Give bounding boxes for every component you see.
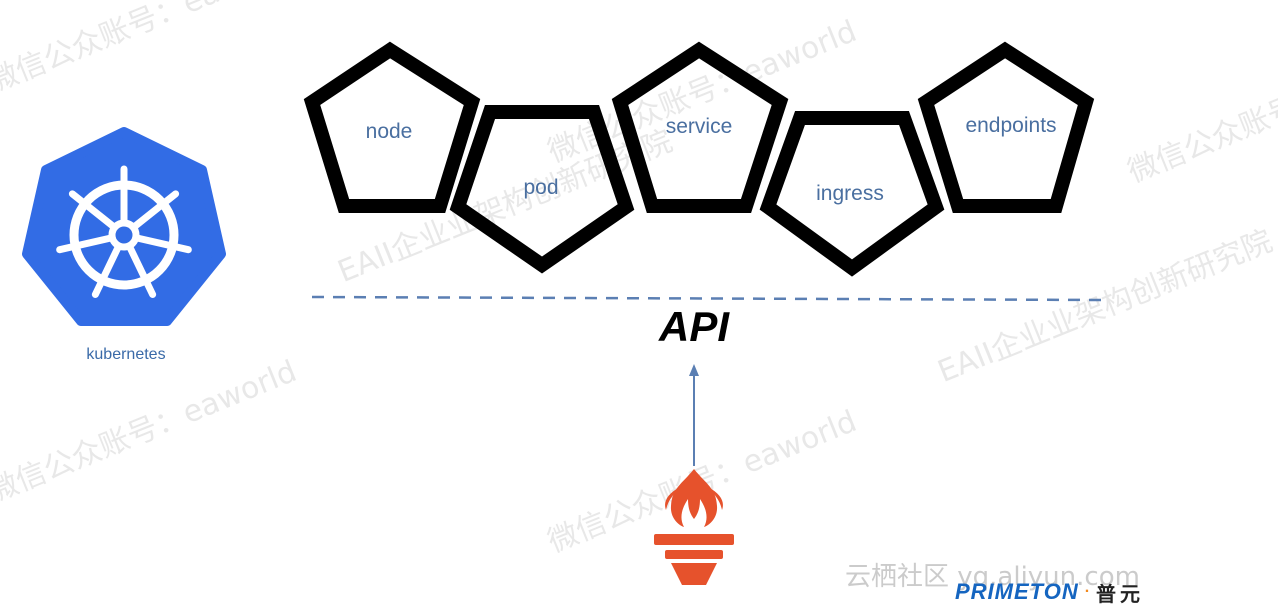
ingress-label: ingress (816, 182, 884, 205)
endpoints-label: endpoints (965, 114, 1056, 137)
prometheus-torch-icon (654, 469, 734, 585)
pentagon-pod: pod (449, 105, 635, 274)
footer-brand: PRIMETON · 普元 (955, 577, 1144, 607)
pentagon-service: service (611, 41, 789, 213)
api-label: API (658, 303, 730, 350)
helm-wheel-icon (56, 165, 192, 298)
helm-spoke (131, 190, 180, 230)
brand-dot: · (1084, 583, 1091, 600)
api-divider-line (311, 295, 1103, 302)
kubernetes-logo: kubernetes (22, 127, 226, 363)
helm-spoke (134, 234, 192, 254)
primeton-cn-text: 普元 (1096, 581, 1145, 606)
helm-spoke (126, 244, 157, 298)
service-label: service (666, 115, 733, 138)
pod-label: pod (523, 176, 558, 199)
helm-spoke (68, 190, 117, 230)
pentagon-endpoints: endpoints (917, 41, 1095, 213)
helm-spoke (56, 234, 114, 254)
scrape-arrow (689, 364, 699, 466)
site-watermark: 云栖社区 yq.aliyun.com (845, 562, 1140, 592)
primeton-logo-text: PRIMETON (955, 579, 1079, 604)
node-label: node (366, 120, 413, 143)
kubernetes-label: kubernetes (86, 346, 165, 363)
pentagon-node: node (303, 41, 481, 213)
pentagon-ingress: ingress (759, 111, 945, 277)
helm-spoke (91, 244, 122, 298)
